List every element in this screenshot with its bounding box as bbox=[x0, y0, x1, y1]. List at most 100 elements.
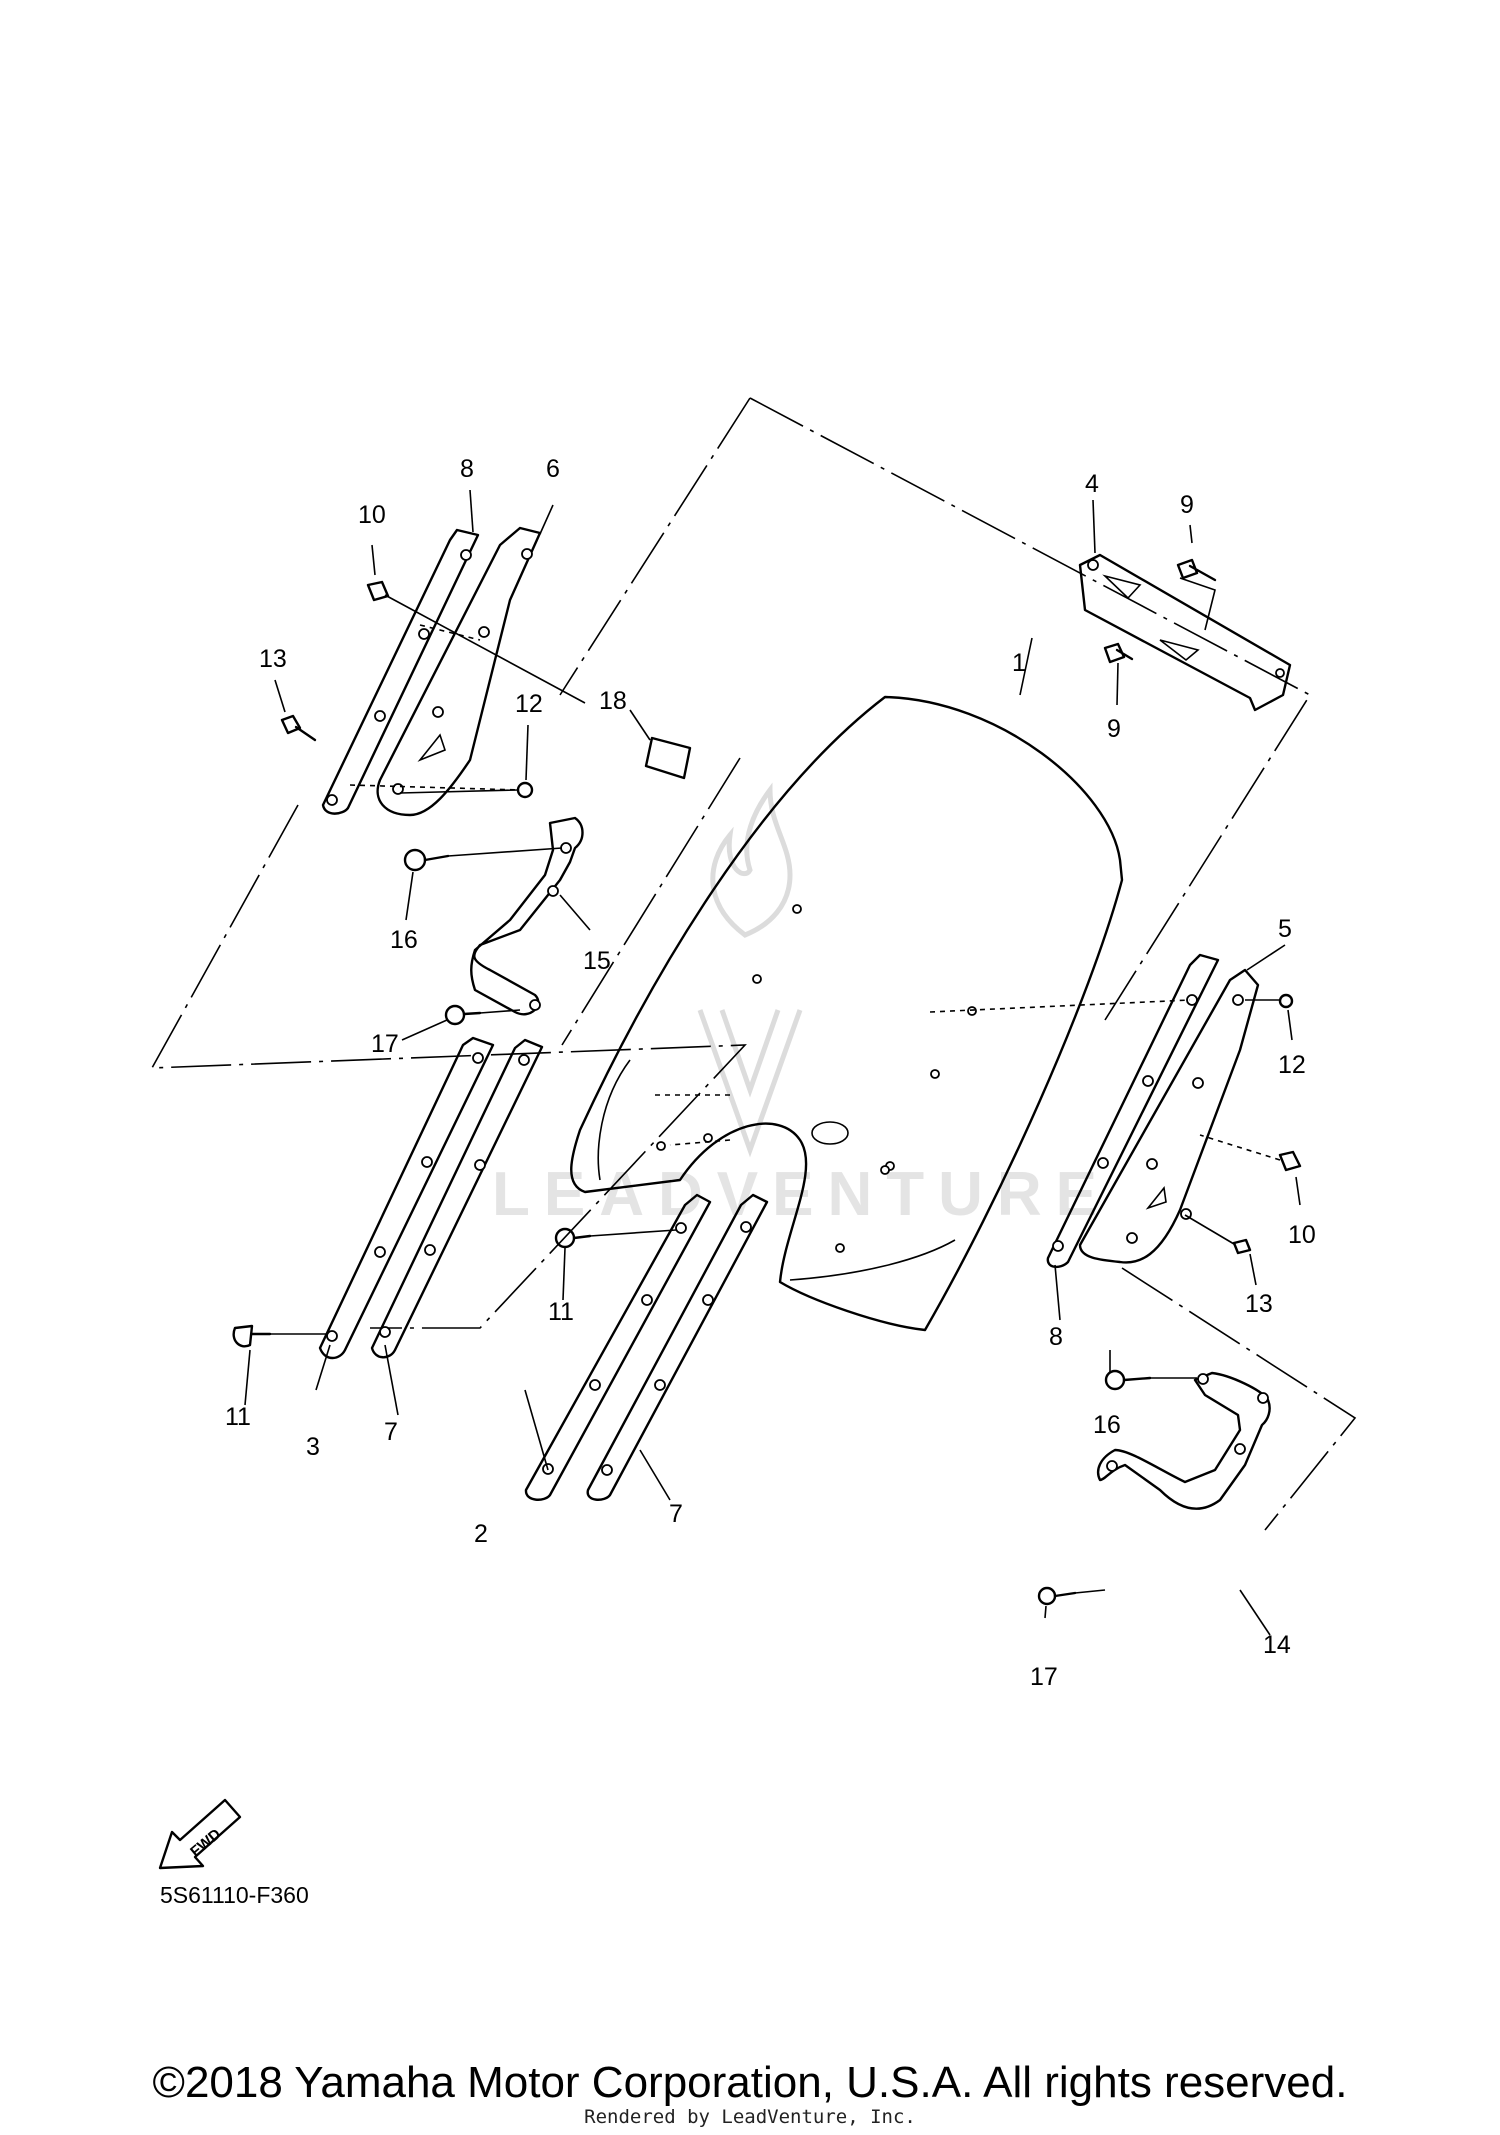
callout-15: 15 bbox=[583, 947, 611, 975]
lower-bracket-7a-hole bbox=[474, 1159, 486, 1171]
right-stay-hole bbox=[1257, 1392, 1269, 1404]
windshield-hole bbox=[703, 1133, 713, 1143]
right-bracket-5-hole bbox=[1126, 1232, 1138, 1244]
frame-upper-left bbox=[559, 397, 751, 696]
lower-bracket-3-hole bbox=[472, 1052, 484, 1064]
windshield-left-edge bbox=[597, 1059, 631, 1181]
left-stay-hole bbox=[529, 999, 541, 1011]
right-bracket-8-hole bbox=[1186, 994, 1198, 1006]
bolt-16-right bbox=[1104, 1369, 1126, 1391]
lower-bracket-2-hole bbox=[675, 1222, 687, 1234]
left-bracket-6-hole bbox=[521, 548, 533, 560]
leader-11a bbox=[244, 1349, 251, 1406]
frame-left bbox=[150, 804, 747, 1329]
windshield-hole bbox=[752, 974, 762, 984]
bolt-9-guide bbox=[1179, 577, 1216, 631]
right-stay-hole bbox=[1234, 1443, 1246, 1455]
callout-14: 14 bbox=[1263, 1631, 1291, 1659]
lower-bracket-7a-hole bbox=[518, 1054, 530, 1066]
bolts-part-9 bbox=[1103, 558, 1217, 664]
callout-6: 6 bbox=[546, 455, 560, 483]
right-bracket-5-outline bbox=[1078, 968, 1260, 1264]
callout-12b: 12 bbox=[1278, 1051, 1306, 1079]
leader-15 bbox=[559, 894, 591, 931]
callout-12a: 12 bbox=[515, 690, 543, 718]
callout-17a: 17 bbox=[371, 1030, 399, 1058]
leader-11b bbox=[562, 1247, 566, 1301]
lower-bracket-7a-outline bbox=[370, 1038, 544, 1359]
windshield-hole bbox=[656, 1141, 666, 1151]
bolt-17-right bbox=[1037, 1586, 1057, 1606]
top-bracket-outline bbox=[1078, 553, 1292, 712]
callout-8b: 8 bbox=[1049, 1323, 1063, 1351]
leader-12b bbox=[1287, 1009, 1293, 1041]
callout-3: 3 bbox=[306, 1433, 320, 1461]
lower-bracket-part-7b bbox=[586, 1193, 769, 1501]
screw-13-right-guide bbox=[1184, 1214, 1235, 1245]
bolt-16-left bbox=[403, 848, 427, 872]
pad-outline bbox=[644, 736, 692, 780]
callout-7a: 7 bbox=[384, 1418, 398, 1446]
leader-13a bbox=[274, 679, 286, 713]
bolt-11-center-guide bbox=[589, 1229, 677, 1237]
bolt-16-left-shank bbox=[423, 854, 450, 862]
nut-10-left-guide bbox=[384, 594, 586, 704]
leader-8b bbox=[1054, 1264, 1061, 1321]
callout-13a: 13 bbox=[259, 645, 287, 673]
left-bracket-6-cutout bbox=[417, 733, 446, 762]
lower-bracket-7b-outline bbox=[586, 1193, 769, 1501]
leader-16a bbox=[405, 871, 414, 921]
lower-bracket-2-outline bbox=[524, 1193, 712, 1501]
fwd-label: FWD bbox=[187, 1825, 224, 1860]
right-stay-hole bbox=[1106, 1460, 1118, 1472]
left-bracket-8-hole bbox=[418, 628, 430, 640]
leader-6 bbox=[539, 504, 554, 535]
leader-10b bbox=[1295, 1176, 1301, 1206]
right-stay-part-14 bbox=[1096, 1371, 1271, 1510]
lower-bracket-3-hole bbox=[421, 1156, 433, 1168]
diagram-code: 5S61110-F360 bbox=[160, 1882, 309, 1908]
left-bracket-8-hole bbox=[374, 710, 386, 722]
leader-7a bbox=[384, 1344, 399, 1416]
right-bracket-8-hole bbox=[1142, 1075, 1154, 1087]
nut-10-right bbox=[1278, 1150, 1302, 1172]
lower-bracket-7a-hole bbox=[379, 1326, 391, 1338]
lower-bracket-2-hole bbox=[589, 1379, 601, 1391]
lower-bracket-7b-hole bbox=[654, 1379, 666, 1391]
leader-lines bbox=[244, 489, 1301, 1636]
callout-13b: 13 bbox=[1245, 1290, 1273, 1318]
windshield-hole bbox=[880, 1165, 890, 1175]
watermark-v-icon bbox=[697, 1009, 803, 1158]
windshield-vent bbox=[811, 1121, 849, 1145]
right-bracket-5-hole bbox=[1192, 1077, 1204, 1089]
left-bracket-8-hole bbox=[460, 549, 472, 561]
alignment-lines bbox=[349, 624, 1191, 1146]
left-bracket-6-outline bbox=[376, 526, 542, 817]
windshield-hole bbox=[930, 1069, 940, 1079]
watermark-flame-icon bbox=[710, 782, 793, 938]
bolt-16-right-shank bbox=[1122, 1376, 1152, 1382]
align-line bbox=[349, 784, 521, 791]
lower-bracket-3-hole bbox=[374, 1246, 386, 1258]
lower-bracket-7b-hole bbox=[601, 1464, 613, 1476]
leader-12a bbox=[525, 724, 529, 781]
leader-4 bbox=[1092, 499, 1096, 554]
lower-bracket-7a-hole bbox=[424, 1244, 436, 1256]
rendered-by-notice: Rendered by LeadVenture, Inc. bbox=[584, 2106, 916, 2128]
leader-8a bbox=[469, 489, 474, 533]
right-stay-hole bbox=[1197, 1373, 1209, 1385]
callout-16a: 16 bbox=[390, 926, 418, 954]
frame-lower-right bbox=[1121, 1267, 1357, 1531]
callout-10b: 10 bbox=[1288, 1221, 1316, 1249]
left-bracket-part-6 bbox=[376, 526, 542, 817]
right-bracket-part-8 bbox=[1046, 953, 1220, 1269]
right-bracket-5-hole bbox=[1146, 1158, 1158, 1170]
callout-2: 2 bbox=[474, 1520, 488, 1548]
left-bracket-8-hole bbox=[326, 794, 338, 806]
fwd-arrow-outline bbox=[158, 1798, 242, 1870]
left-stay-part-15 bbox=[470, 816, 584, 1016]
bolt-17-left bbox=[444, 1004, 466, 1026]
left-stay-hole bbox=[560, 842, 572, 854]
nut-10-right-guide bbox=[1199, 1134, 1281, 1161]
